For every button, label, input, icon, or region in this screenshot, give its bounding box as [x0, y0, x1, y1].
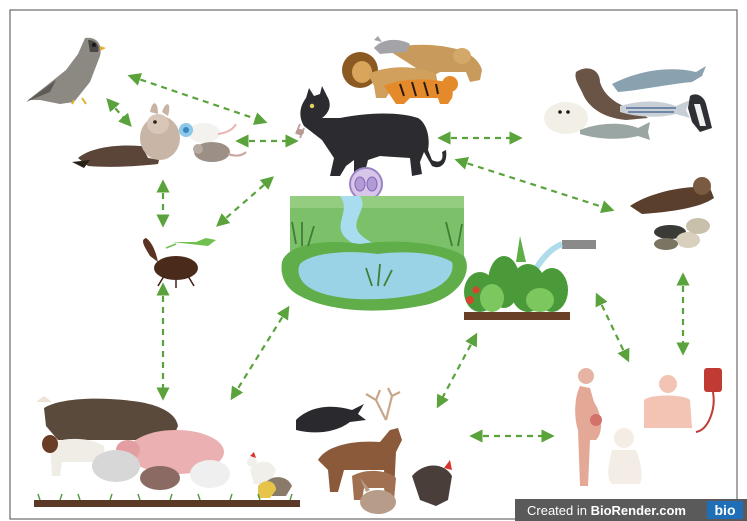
farm-animals-icon: [34, 396, 300, 507]
falcon-icon: [26, 38, 106, 104]
arrow-falcon-small-mammals: [108, 100, 130, 125]
pregnant-woman-baby-icon: [575, 368, 641, 486]
river-pond-icon: [282, 196, 467, 311]
arrow-vegetables-wildlife: [438, 335, 476, 406]
credit-text: Created in BioRender.com: [515, 503, 686, 518]
oocyst-icon: [350, 168, 382, 200]
arrow-environment-livestock: [232, 308, 288, 398]
seal-dolphin-fish-icon: [544, 66, 712, 140]
lion-tiger-cat-icon: [342, 36, 482, 104]
arrow-vegetables-humans: [597, 295, 628, 360]
arrow-cat-otter: [457, 160, 612, 210]
biorender-credit: Created in BioRender.com bio: [515, 499, 747, 521]
ferret-rabbit-rat-mouse-icon: [72, 103, 246, 168]
biorender-logo: bio: [707, 501, 743, 519]
arrow-insects-cat: [218, 178, 272, 225]
blood-transfusion-icon: [644, 368, 722, 432]
deer-crow-turkey-rabbit-icon: [296, 388, 452, 514]
cat-with-rodent-icon: [296, 86, 446, 176]
arrow-falcon-cat: [130, 76, 265, 122]
otter-shellfish-icon: [630, 177, 714, 250]
vegetables-irrigation-icon: [464, 236, 596, 320]
beetle-grasshopper-icon: [143, 238, 216, 288]
